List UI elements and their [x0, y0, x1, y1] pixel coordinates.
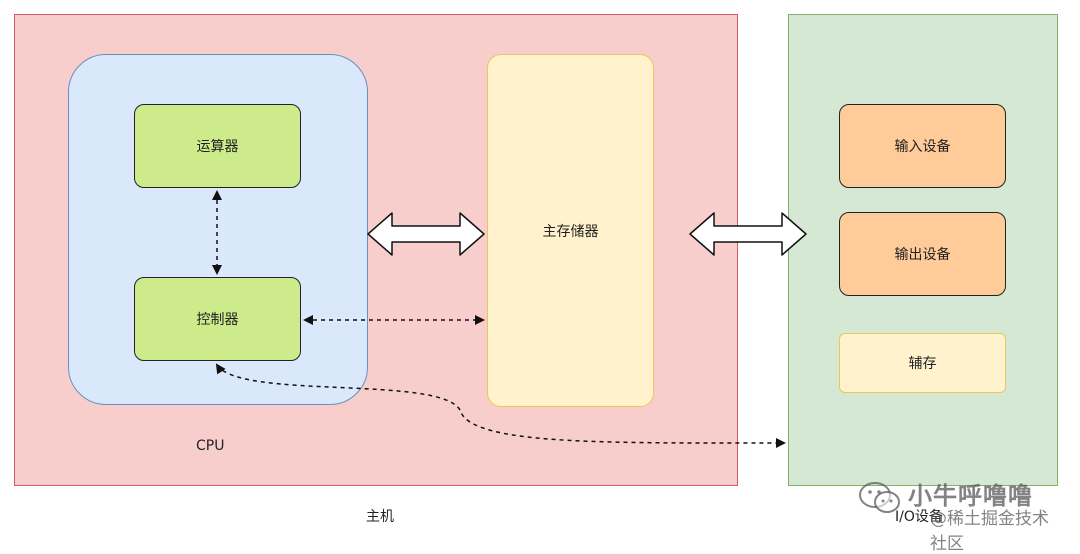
alu-label: 运算器 [196, 139, 239, 155]
io-caption: I/O设备 [895, 509, 943, 525]
alu-node: 运算器 [134, 104, 301, 188]
wechat-icon [859, 482, 900, 513]
auxiliary-storage-node: 辅存 [839, 333, 1006, 393]
output-device-label: 输出设备 [894, 247, 951, 263]
main-memory-label: 主存储器 [542, 223, 599, 240]
input-device-label: 输入设备 [894, 139, 951, 155]
connector-layer [212, 190, 807, 449]
auxiliary-storage-label: 辅存 [908, 356, 937, 372]
input-device-node: 输入设备 [839, 104, 1006, 188]
host-caption: 主机 [366, 509, 394, 525]
controller-io-connector [215, 363, 786, 449]
controller-label: 控制器 [196, 312, 239, 328]
watermark: 小牛呼噜噜 @稀土掘金技术社区 [858, 476, 1063, 554]
output-device-node: 输出设备 [839, 212, 1006, 296]
cpu-memory-bus-arrow [367, 212, 485, 256]
memory-io-bus-arrow [689, 212, 807, 256]
watermark-name: 小牛呼噜噜 [908, 482, 1033, 510]
watermark-site: @稀土掘金技术社区 [930, 509, 1049, 554]
controller-node: 控制器 [134, 277, 301, 361]
